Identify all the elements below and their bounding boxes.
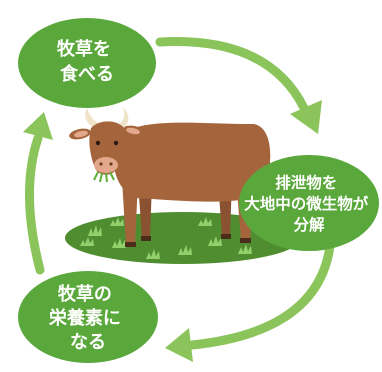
node-label: 排泄物を 大地中の微生物が 分解	[244, 173, 373, 234]
node-decompose: 排泄物を 大地中の微生物が 分解	[239, 155, 379, 251]
cow-ears	[69, 125, 145, 140]
cow-eyes	[95, 140, 119, 146]
grass-in-mouth	[93, 171, 115, 183]
cycle-arrow-eat-to-decompose	[155, 37, 322, 134]
cow-icon	[69, 107, 273, 247]
node-label-line: 牧草の	[58, 283, 112, 305]
arrow-head	[290, 100, 322, 134]
node-bubble	[239, 155, 379, 251]
node-label-line: 分解	[293, 215, 325, 234]
cow-hooves	[125, 234, 251, 247]
arrow-head	[165, 328, 193, 362]
arrow-shaft	[155, 37, 309, 113]
cow-horns	[85, 107, 129, 128]
node-label-line: 食べる	[59, 63, 114, 85]
cycle-arrow-nutrient-to-eat	[23, 112, 53, 275]
node-label-line: 排泄物を	[275, 173, 337, 192]
node-label-line: 牧草を	[57, 38, 111, 60]
arrow-head	[23, 112, 53, 140]
node-nutrient: 牧草の 栄養素に なる	[18, 271, 158, 363]
node-label: 牧草の 栄養素に なる	[48, 283, 127, 353]
cow-nostrils	[99, 162, 113, 166]
cycle-arrow-decompose-to-nutrient	[165, 241, 335, 362]
cow-muzzle	[94, 157, 118, 173]
cow-body	[113, 122, 271, 202]
node-label-line: 大地中の微生物が	[244, 194, 369, 213]
node-bubble	[18, 271, 158, 363]
node-label-line: なる	[70, 332, 106, 353]
node-bubble	[18, 18, 156, 108]
node-label: 牧草を 食べる	[57, 38, 117, 85]
node-eat-grass: 牧草を 食べる	[18, 18, 156, 108]
arrow-shaft	[187, 241, 335, 350]
arrow-shaft	[25, 133, 45, 275]
node-label-line: 栄養素に	[48, 307, 121, 329]
